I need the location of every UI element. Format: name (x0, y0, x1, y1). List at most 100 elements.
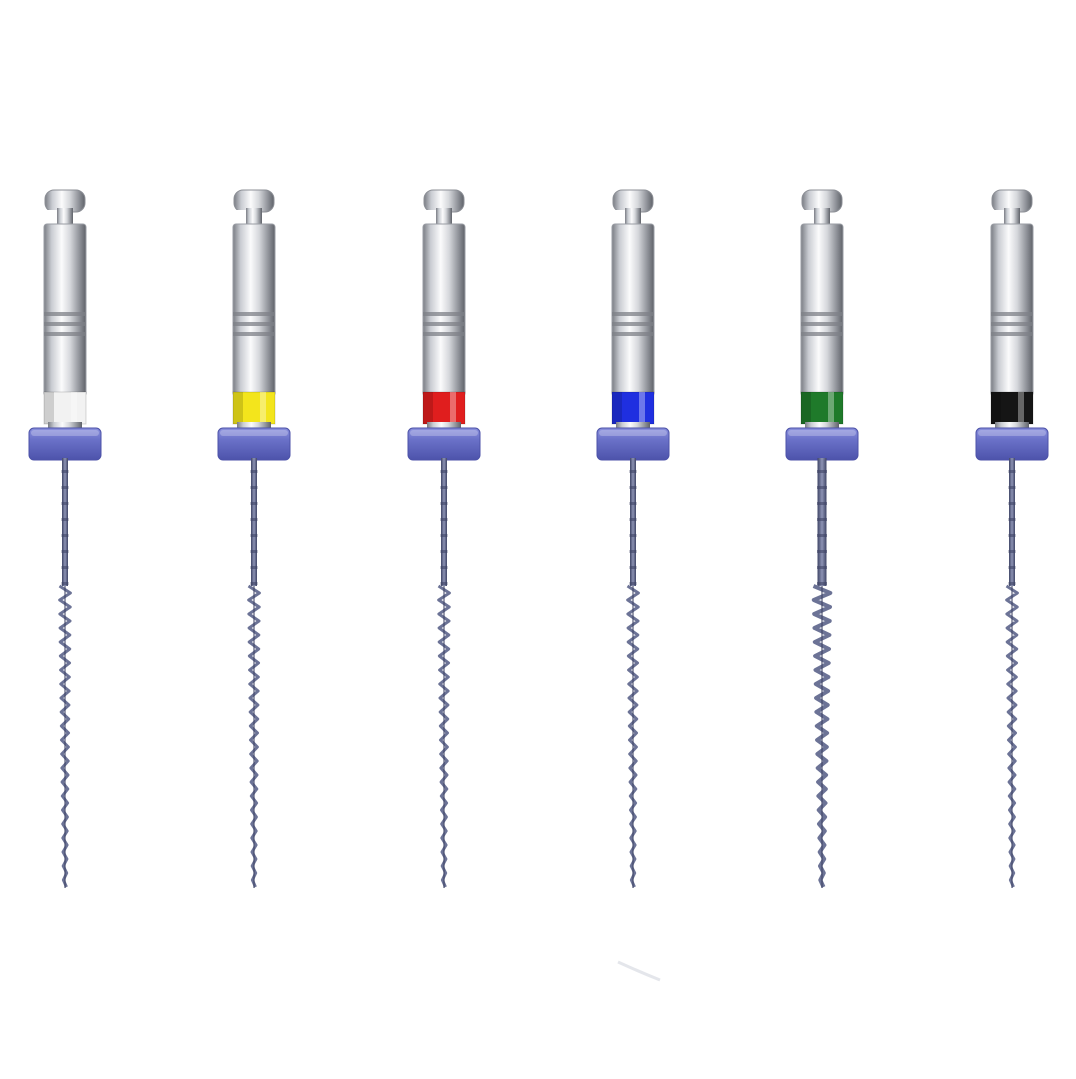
file-color-band (990, 391, 1034, 425)
file-color-band (43, 391, 87, 425)
file-blade-mark (250, 582, 258, 585)
file-stopper-highlight (410, 430, 478, 436)
file-shank (43, 223, 87, 397)
file-band-shade (612, 392, 622, 424)
file-shank-groove (612, 332, 654, 336)
file-blade-mark (817, 486, 827, 489)
file-shank-groove (44, 332, 86, 336)
file-latch-notch (800, 210, 814, 216)
file-blade-mark (1008, 550, 1016, 553)
file-collar (805, 422, 839, 430)
file-blade-mark (1008, 582, 1016, 585)
file-latch-notch (422, 210, 436, 216)
file-shank-groove (801, 332, 843, 336)
endodontic-file-icon (975, 189, 1049, 888)
file-blade-mark (817, 566, 827, 569)
file-shank (232, 223, 276, 397)
file-blade-mark (629, 470, 637, 473)
file-shank-groove (991, 332, 1033, 336)
file-shank (990, 223, 1034, 397)
file-shank (422, 223, 466, 397)
file-band-highlight (260, 392, 266, 424)
endodontic-file-icon (596, 189, 670, 888)
file-blade-mark (1008, 486, 1016, 489)
file-latch-neck (625, 208, 641, 226)
file-blade-mark (250, 486, 258, 489)
file-blade-mark (440, 534, 448, 537)
file-blade-mark (440, 582, 448, 585)
file-blade-mark (250, 470, 258, 473)
file-latch-notch (611, 210, 625, 216)
file-band-shade (423, 392, 433, 424)
file-shank-groove (991, 322, 1033, 326)
file-blade-mark (1008, 566, 1016, 569)
file-shank-groove (423, 322, 465, 326)
file-blade-mark (629, 518, 637, 521)
file-shank-groove (233, 332, 275, 336)
file-blade-mark (61, 582, 69, 585)
file-blade-mark (1008, 502, 1016, 505)
file-color-band (422, 391, 466, 425)
endodontic-file-icon (28, 189, 102, 888)
endodontic-file-icon (407, 189, 481, 888)
file-band-highlight (71, 392, 77, 424)
endodontic-file-icon (217, 189, 291, 888)
file-collar (237, 422, 271, 430)
file-blade-mark (61, 470, 69, 473)
faint-reflection (617, 960, 661, 982)
file-blade-shaft (817, 458, 827, 586)
file-blade-mark (1008, 534, 1016, 537)
file-blade-mark (440, 566, 448, 569)
file-latch-notch (43, 210, 57, 216)
file-blade-mark (250, 502, 258, 505)
file-shank-groove (423, 312, 465, 316)
file-blade-mark (250, 518, 258, 521)
file-stopper-highlight (220, 430, 288, 436)
file-blade-shaft (251, 458, 257, 586)
file-shank-groove (801, 322, 843, 326)
file-band-shade (801, 392, 811, 424)
file-blade-mark (817, 518, 827, 521)
file-shank-groove (423, 332, 465, 336)
file-blade-mark (61, 486, 69, 489)
file-stopper-highlight (599, 430, 667, 436)
file-band-shade (233, 392, 243, 424)
endodontic-file-icon (785, 189, 859, 888)
file-blade-mark (817, 470, 827, 473)
file-shank-groove (44, 322, 86, 326)
file-shank (800, 223, 844, 397)
file-latch-neck (1004, 208, 1020, 226)
file-blade-mark (629, 582, 637, 585)
file-shank-groove (612, 322, 654, 326)
file-band-shade (991, 392, 1001, 424)
file-blade-shaft (62, 458, 68, 586)
file-color-band (611, 391, 655, 425)
file-collar (995, 422, 1029, 430)
file-blade-mark (629, 486, 637, 489)
file-blade-mark (250, 550, 258, 553)
file-blade-mark (61, 566, 69, 569)
file-latch-notch (232, 210, 246, 216)
file-blade-mark (817, 550, 827, 553)
file-band-highlight (639, 392, 645, 424)
file-blade-shaft (441, 458, 447, 586)
file-shank-groove (44, 312, 86, 316)
file-shank-groove (612, 312, 654, 316)
file-color-band (800, 391, 844, 425)
file-blade-mark (629, 566, 637, 569)
file-stopper-highlight (788, 430, 856, 436)
file-blade-mark (1008, 518, 1016, 521)
file-collar (48, 422, 82, 430)
file-latch-neck (436, 208, 452, 226)
file-blade-mark (440, 550, 448, 553)
file-blade-mark (440, 518, 448, 521)
file-stopper-highlight (978, 430, 1046, 436)
file-blade-mark (61, 534, 69, 537)
file-blade-mark (440, 470, 448, 473)
file-blade-mark (250, 534, 258, 537)
file-shank (611, 223, 655, 397)
file-blade-mark (61, 502, 69, 505)
file-blade-mark (61, 518, 69, 521)
